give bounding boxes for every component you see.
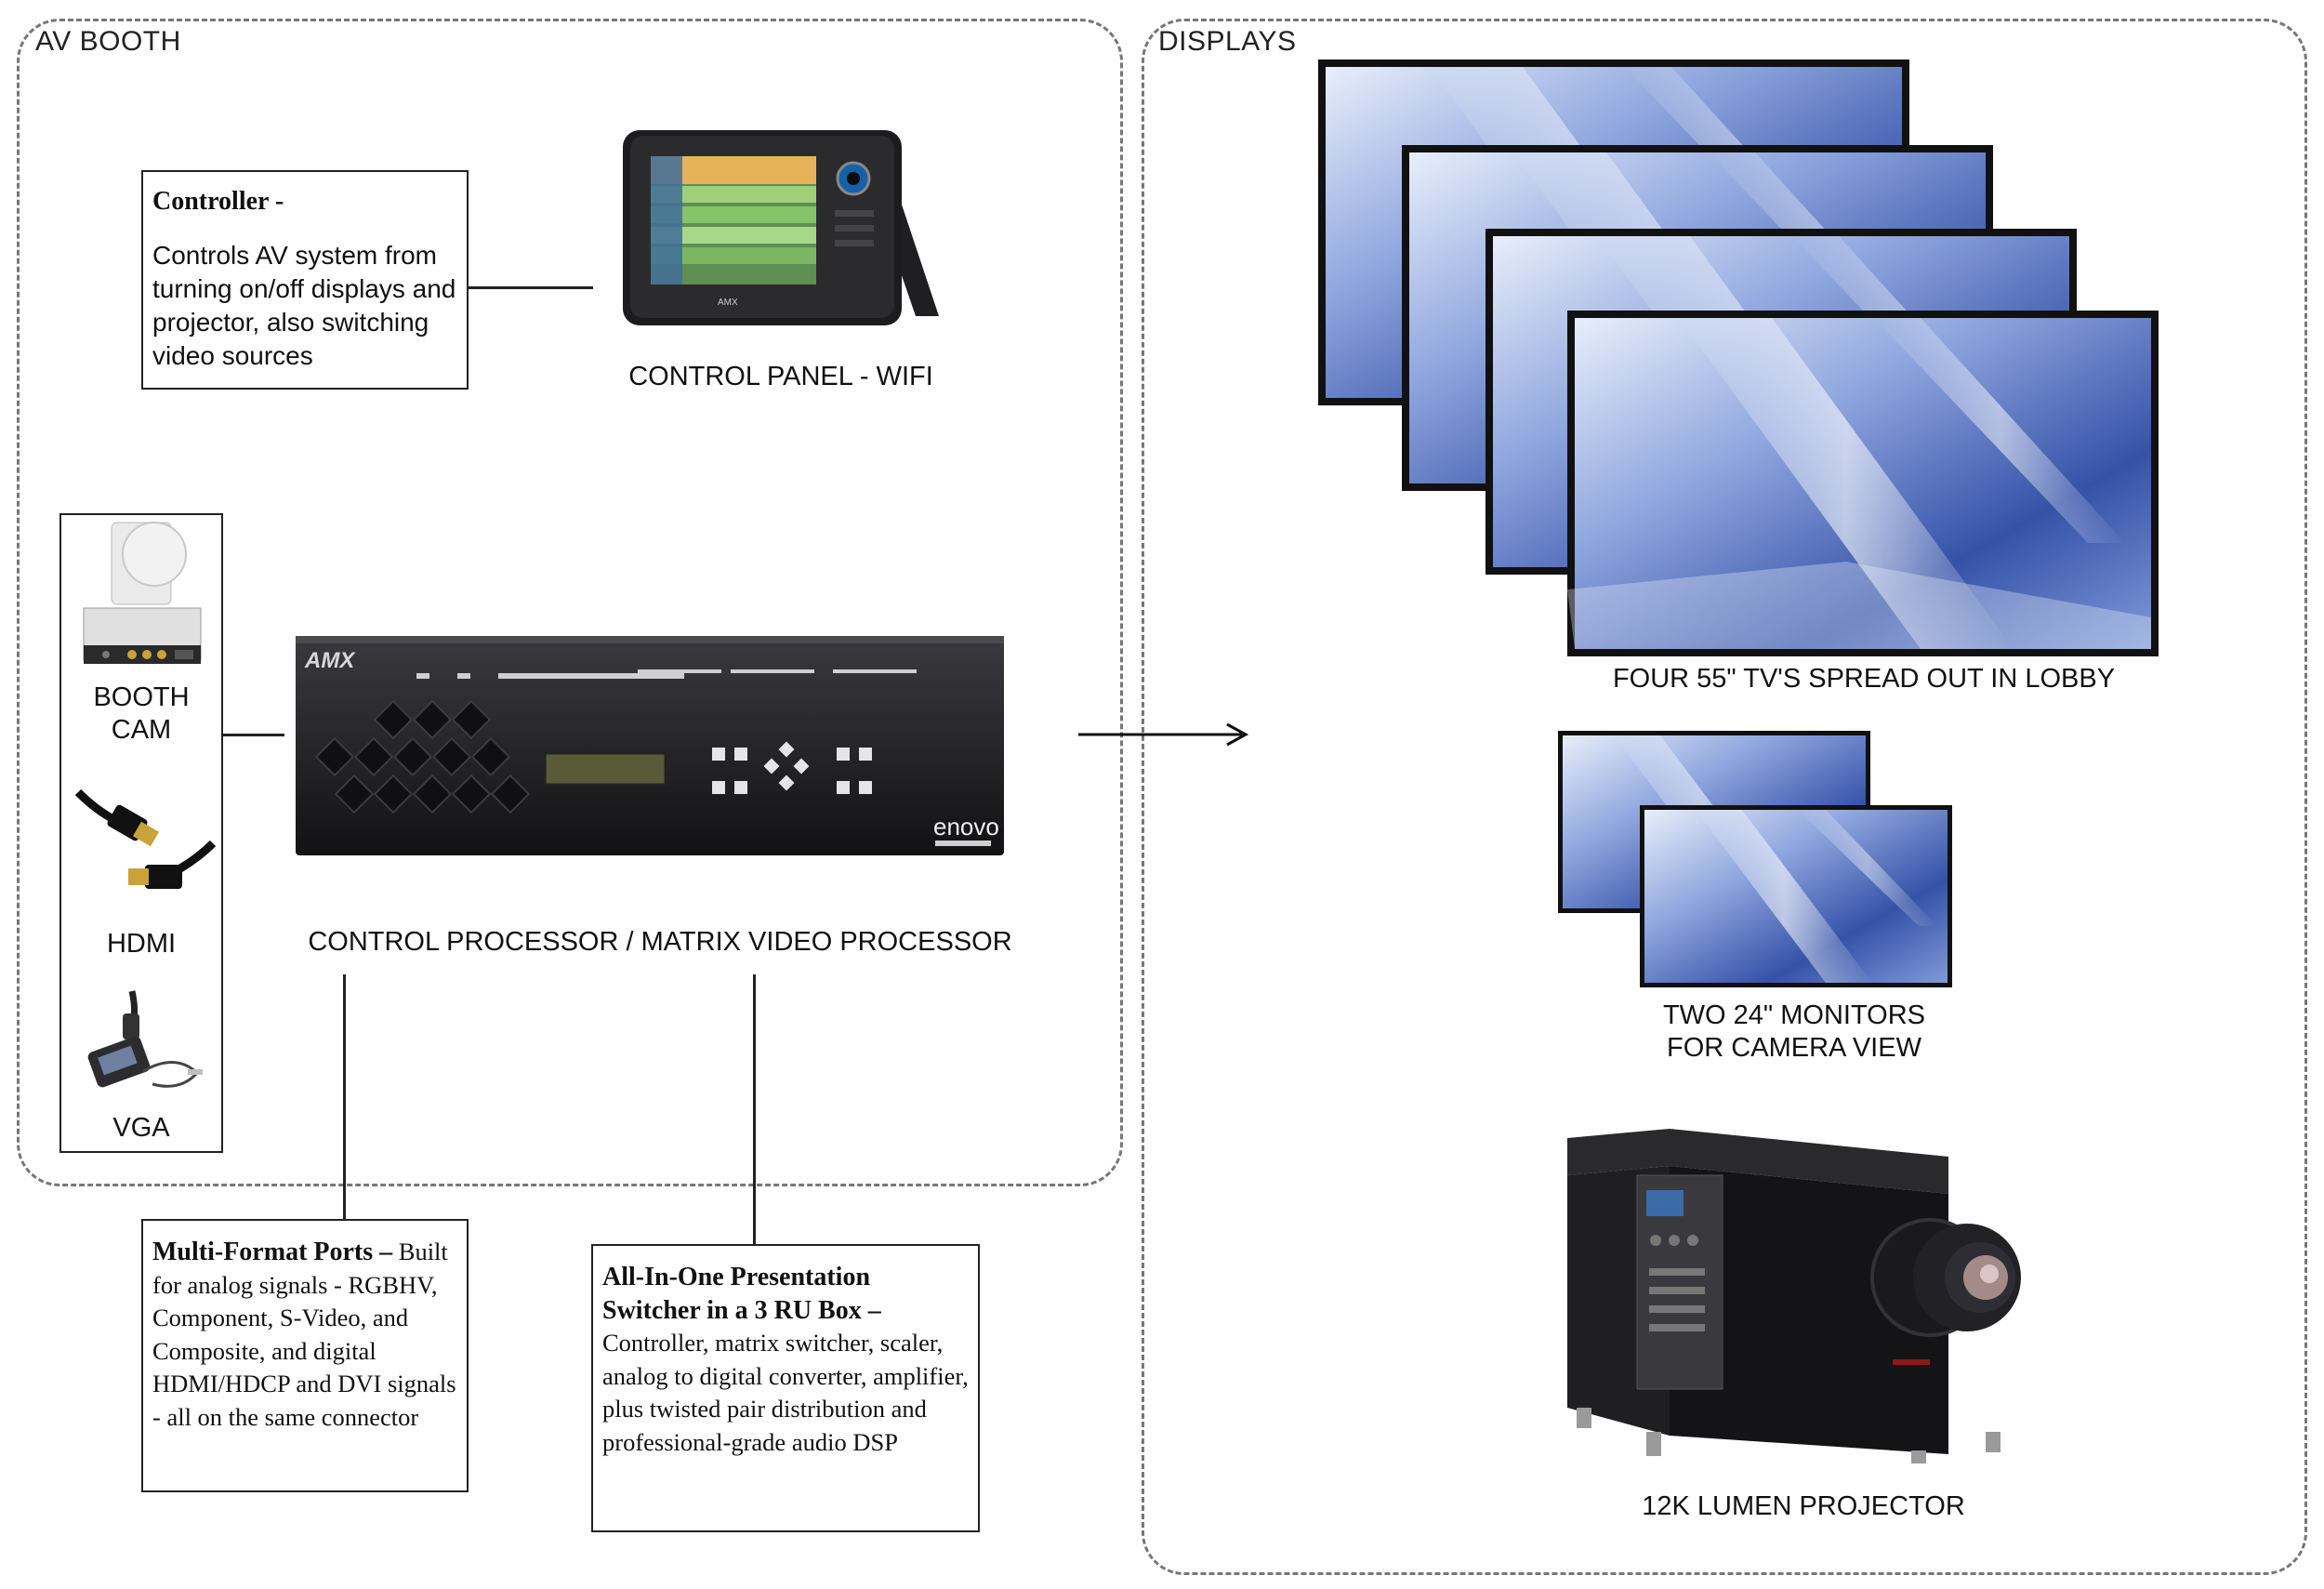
ports-connector xyxy=(343,974,346,1220)
control-panel-caption: CONTROL PANEL - WIFI xyxy=(628,362,933,391)
switcher-note: All-In-One Presentation Switcher in a 3 … xyxy=(591,1244,980,1532)
controller-note: Controller - Controls AV system from tur… xyxy=(141,170,469,390)
booth-cam-label: BOOTH CAM xyxy=(93,682,190,745)
ports-note: Multi-Format Ports – Built for analog si… xyxy=(141,1219,469,1492)
processor-caption: CONTROL PROCESSOR / MATRIX VIDEO PROCESS… xyxy=(308,927,1012,957)
controller-note-title: Controller - xyxy=(152,187,284,216)
monitors-caption: TWO 24" MONITORS FOR CAMERA VIEW xyxy=(1662,1000,1926,1063)
booth-cam-icon xyxy=(83,522,202,664)
tv-4 xyxy=(1567,311,2159,656)
hdmi-cable-icon xyxy=(74,788,217,889)
switcher-connector xyxy=(753,974,756,1244)
sources-connector xyxy=(223,734,284,736)
vga-cable-icon xyxy=(87,990,203,1088)
control-panel-device: AMX xyxy=(623,130,939,325)
matrix-processor-device: AMX enovo xyxy=(296,636,1004,855)
control-panel-brand: AMX xyxy=(718,298,738,308)
controller-connector xyxy=(469,286,593,289)
processor-model: enovo xyxy=(933,813,999,841)
signal-arrow xyxy=(1078,722,1249,747)
ports-note-text: Multi-Format Ports – Built for analog si… xyxy=(152,1238,456,1431)
tvs-caption: FOUR 55" TV'S SPREAD OUT IN LOBBY xyxy=(1612,664,2116,694)
vga-label: VGA xyxy=(112,1113,170,1143)
hdmi-label: HDMI xyxy=(106,929,177,959)
switcher-note-text: All-In-One Presentation Switcher in a 3 … xyxy=(602,1263,969,1456)
controller-note-body: Controls AV system from turning on/off d… xyxy=(152,241,456,370)
projector-caption: 12K LUMEN PROJECTOR xyxy=(1642,1491,1965,1521)
av-booth-label: AV BOOTH xyxy=(35,26,181,57)
projector-device xyxy=(1567,1129,2021,1463)
displays-label: DISPLAYS xyxy=(1158,26,1297,57)
monitor-2 xyxy=(1640,805,1952,987)
displays-region xyxy=(1142,19,2307,1575)
av-booth-region xyxy=(17,19,1123,1186)
processor-brand: AMX xyxy=(304,648,356,673)
